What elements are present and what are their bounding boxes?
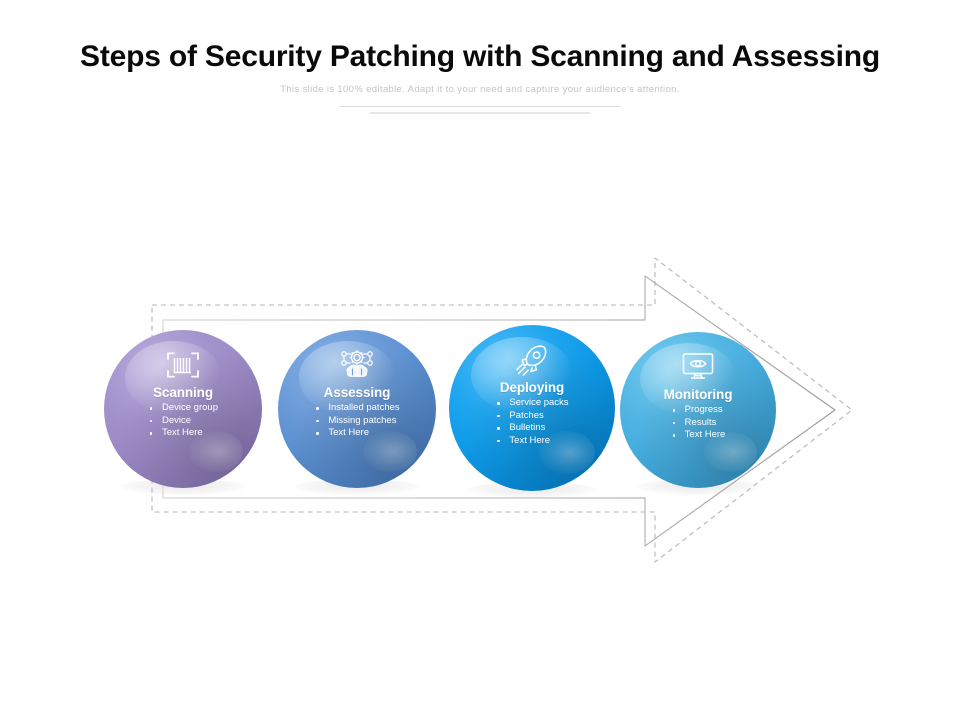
list-item: Missing patches xyxy=(314,415,399,428)
circle-body xyxy=(278,330,436,488)
list-item: Progress xyxy=(671,404,726,417)
step-circle-scanning[interactable]: Scanning Device group Device Text Here xyxy=(104,330,262,495)
list-item: Text Here xyxy=(148,427,218,440)
step-circle-deploying[interactable]: Deploying Service packs Patches Bulletin… xyxy=(449,325,615,498)
page-subtitle: This slide is 100% editable. Adapt it to… xyxy=(280,84,680,95)
title-divider-bottom xyxy=(370,112,590,114)
list-item: Results xyxy=(671,417,726,430)
step-bullet-list: Progress Results Text Here xyxy=(671,404,726,442)
list-item: Device xyxy=(148,415,218,428)
circle-body xyxy=(104,330,262,488)
list-item: Patches xyxy=(495,410,568,423)
list-item: Text Here xyxy=(495,435,568,448)
step-content: Assessing Installed patches Missing patc… xyxy=(278,330,436,488)
page-title: Steps of Security Patching with Scanning… xyxy=(80,40,880,73)
step-title: Scanning xyxy=(153,385,213,400)
step-content: Deploying Service packs Patches Bulletin… xyxy=(449,325,615,491)
step-content: Scanning Device group Device Text Here xyxy=(104,330,262,488)
list-item: Service packs xyxy=(495,397,569,410)
step-bullet-list: Service packs Patches Bulletins Text Her… xyxy=(495,397,569,448)
list-item: Bulletins xyxy=(495,422,568,435)
step-bullet-list: Device group Device Text Here xyxy=(148,402,218,440)
step-title: Deploying xyxy=(499,380,565,395)
barcode-scanner-icon xyxy=(163,348,203,382)
list-item: Text Here xyxy=(671,429,725,442)
monitor-eye-icon xyxy=(678,350,718,384)
step-bullet-list: Installed patches Missing patches Text H… xyxy=(314,402,400,440)
list-item: Text Here xyxy=(314,427,399,440)
circle-body xyxy=(449,325,615,491)
step-title: Monitoring xyxy=(663,387,733,402)
step-title: Assessing xyxy=(323,385,391,400)
arrow-outline-solid xyxy=(162,275,836,547)
list-item: Installed patches xyxy=(314,402,400,415)
circle-body xyxy=(620,332,776,488)
rocket-icon xyxy=(512,343,552,377)
step-content: Monitoring Progress Results Text Here xyxy=(620,332,776,488)
title-divider-top xyxy=(340,106,620,107)
list-item: Device group xyxy=(148,402,218,415)
brain-gear-icon xyxy=(337,348,377,382)
step-circle-assessing[interactable]: Assessing Installed patches Missing patc… xyxy=(278,330,436,495)
step-circle-monitoring[interactable]: Monitoring Progress Results Text Here xyxy=(620,332,776,495)
arrow-outline-dashed xyxy=(151,257,853,563)
